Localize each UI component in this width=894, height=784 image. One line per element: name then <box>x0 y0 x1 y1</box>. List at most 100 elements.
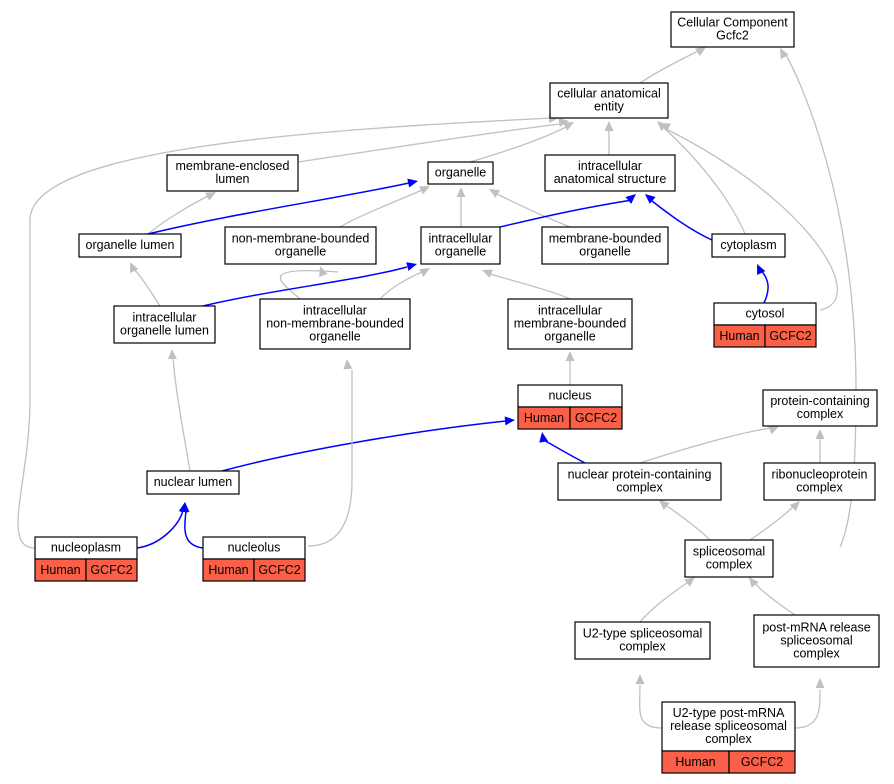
is-a-edge <box>489 273 571 300</box>
node-box <box>661 701 796 752</box>
edge-arrowhead <box>815 678 825 688</box>
edge-arrowhead <box>563 122 574 131</box>
graph-edges <box>17 47 857 729</box>
edge-arrowhead <box>604 121 614 131</box>
node-box <box>544 154 676 192</box>
is-a-edge <box>785 54 857 548</box>
node-label-line: nucleus <box>548 389 591 403</box>
gene-label: GCFC2 <box>575 411 617 425</box>
is-a-edge <box>172 355 191 472</box>
node-label-line: non-membrane-bounded <box>266 317 404 331</box>
edge-arrowhead <box>659 500 670 510</box>
node-box <box>113 305 216 344</box>
gene-cell <box>728 750 796 774</box>
go-term-node-organelle[interactable]: organelle <box>427 161 494 185</box>
species-label: Human <box>208 563 248 577</box>
node-label-line: complex <box>793 647 840 661</box>
edge-arrowhead <box>565 351 575 361</box>
edge-arrowhead <box>343 359 353 370</box>
node-label-line: post-mRNA release <box>762 621 870 635</box>
is-a-edge <box>469 126 567 163</box>
node-label-line: U2-type spliceosomal <box>583 627 703 641</box>
node-label-line: Cellular Component <box>677 16 788 30</box>
go-term-node-nlumen[interactable]: nuclear lumen <box>146 470 240 495</box>
part-of-edge <box>147 182 410 235</box>
edge-arrowhead <box>482 269 493 278</box>
node-label-line: organelle <box>435 166 486 180</box>
node-label-line: Gcfc2 <box>716 29 749 43</box>
go-term-node-cytoplasm[interactable]: cytoplasm <box>711 233 786 258</box>
gene-label: GCFC2 <box>90 563 132 577</box>
part-of-edge <box>651 200 713 241</box>
node-label-line: cellular anatomical <box>557 87 661 101</box>
node-label-line: entity <box>594 100 625 114</box>
edge-arrowhead <box>504 416 515 426</box>
node-label-line: complex <box>616 481 663 495</box>
edge-arrowhead <box>419 186 430 195</box>
edge-arrowhead <box>167 349 177 360</box>
node-box <box>670 11 795 48</box>
edge-arrowhead <box>815 429 825 439</box>
node-label-line: non-membrane-bounded <box>232 232 370 246</box>
node-label-line: nuclear lumen <box>154 475 233 489</box>
go-term-node-olumen[interactable]: organelle lumen <box>78 233 182 258</box>
edge-arrowhead <box>635 674 645 684</box>
species-label: Human <box>40 563 80 577</box>
gene-cell <box>569 406 623 430</box>
node-label-line: membrane-bounded <box>549 232 662 246</box>
node-box <box>146 470 240 495</box>
edge-arrowhead <box>780 48 789 59</box>
node-label-line: complex <box>796 481 843 495</box>
node-box <box>684 539 774 578</box>
node-label-line: intracellular <box>429 232 493 246</box>
node-box <box>574 621 711 660</box>
edge-arrowhead <box>130 262 139 273</box>
gene-cell <box>253 558 306 582</box>
go-term-node-inmbo[interactable]: intracellularnon-membrane-boundedorganel… <box>259 298 411 350</box>
edge-arrowhead <box>319 266 328 277</box>
is-a-edge <box>307 370 353 547</box>
node-label-line: organelle <box>544 330 595 344</box>
edge-arrowhead <box>539 432 549 443</box>
is-a-edge <box>279 269 339 300</box>
edge-arrowhead <box>419 268 430 277</box>
is-a-edge <box>663 503 711 541</box>
gene-cell <box>764 324 817 348</box>
part-of-edge <box>759 268 769 304</box>
is-a-edge <box>663 127 746 235</box>
edge-arrowhead <box>657 121 668 132</box>
edge-arrowhead <box>456 187 466 197</box>
is-a-edge <box>754 582 796 616</box>
is-a-edge <box>639 427 773 464</box>
is-a-edge <box>297 123 561 163</box>
is-a-edge <box>749 505 795 541</box>
part-of-edge <box>184 509 204 549</box>
node-label-line: nuclear protein-containing <box>568 468 712 482</box>
node-box <box>541 226 669 265</box>
edge-arrowhead <box>406 262 417 271</box>
node-label-line: intracellular <box>133 311 197 325</box>
node-box <box>427 161 494 185</box>
